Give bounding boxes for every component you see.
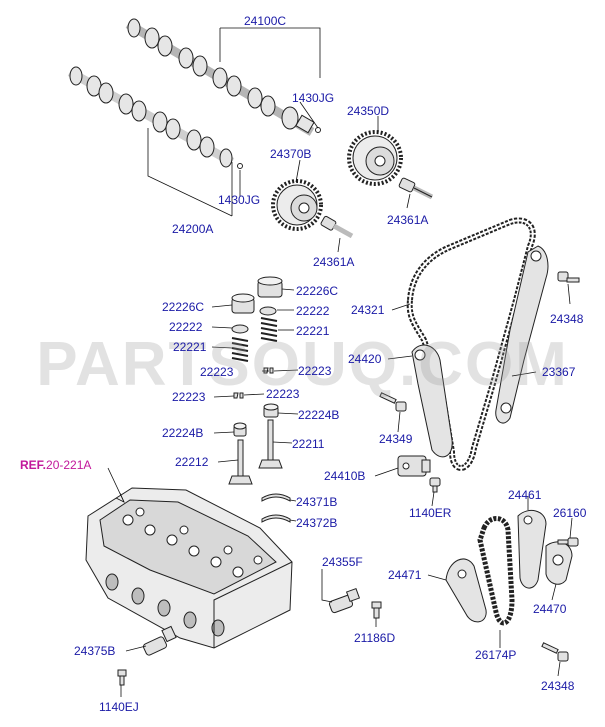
label-24350d[interactable]: 24350D: [347, 104, 390, 118]
label-24461[interactable]: 24461: [508, 488, 542, 502]
bolt-24349[interactable]: [379, 392, 407, 412]
tappet-22226c-right[interactable]: [257, 276, 283, 298]
chain-guide-23367[interactable]: [495, 245, 549, 424]
valve-seal-22224b-right[interactable]: [263, 403, 279, 418]
label-22221-left[interactable]: 22221: [173, 340, 207, 354]
label-21186d[interactable]: 21186D: [354, 631, 396, 645]
bearing-24371b[interactable]: [261, 493, 291, 502]
leader-lines-camshaft: [147, 27, 411, 253]
label-22224b-right[interactable]: 22224B: [298, 408, 340, 422]
label-24361a-lower[interactable]: 24361A: [313, 255, 355, 269]
intake-camshaft[interactable]: [67, 66, 235, 168]
label-22226c-left[interactable]: 22226C: [162, 300, 205, 314]
label-24348-lower[interactable]: 24348: [541, 679, 575, 693]
reference-link[interactable]: REF.20-221A: [20, 458, 91, 472]
cylinder-head[interactable]: [85, 487, 293, 649]
leader-lines-head: [120, 569, 377, 697]
ref-leader: [107, 467, 125, 503]
reference-prefix: REF.: [20, 458, 47, 472]
guide-24461[interactable]: [517, 509, 547, 589]
watermark: PARTSOUQ.COM: [36, 330, 569, 399]
valve-spring-22221-right[interactable]: [260, 317, 278, 342]
bearing-24372b[interactable]: [261, 514, 291, 523]
label-1140ej[interactable]: 1140EJ: [99, 700, 139, 714]
label-24420[interactable]: 24420: [348, 352, 382, 366]
label-1140er[interactable]: 1140ER: [409, 506, 452, 520]
label-26160[interactable]: 26160: [553, 506, 587, 520]
reference-number: 20-221A: [46, 458, 92, 472]
label-22222-right[interactable]: 22222: [296, 304, 330, 318]
bolt-21186d[interactable]: [371, 601, 382, 619]
retainer-22222-right[interactable]: [259, 306, 277, 316]
bolt-1140ej[interactable]: [117, 669, 127, 686]
cam-sprocket-24370b[interactable]: [271, 179, 323, 231]
label-24375b[interactable]: 24375B: [74, 644, 116, 658]
cam-position-sensor-24355f[interactable]: [328, 587, 361, 614]
retainer-22222-left[interactable]: [231, 324, 249, 334]
label-24371b[interactable]: 24371B: [296, 495, 338, 509]
dowel-pin-1430jg-b: [237, 163, 243, 169]
label-24349[interactable]: 24349: [379, 432, 413, 446]
valve-seal-22224b-left[interactable]: [233, 422, 247, 437]
oil-pump-chain-26174p[interactable]: [477, 516, 515, 626]
label-22224b-left[interactable]: 22224B: [162, 426, 204, 440]
exhaust-camshaft[interactable]: [125, 18, 315, 136]
exhaust-valve-22212[interactable]: [228, 439, 253, 485]
label-22223-b[interactable]: 22223: [298, 364, 332, 378]
label-1430jg-a[interactable]: 1430JG: [292, 91, 335, 105]
label-24200a[interactable]: 24200A: [172, 222, 214, 236]
bolt-24361a-upper[interactable]: [398, 177, 434, 200]
label-26174p[interactable]: 26174P: [475, 648, 517, 662]
valve-spring-22221-left[interactable]: [231, 337, 249, 362]
label-24471[interactable]: 24471: [388, 568, 422, 582]
label-23367[interactable]: 23367: [542, 365, 576, 379]
tensioner-24470[interactable]: [545, 541, 573, 585]
label-24470[interactable]: 24470: [533, 602, 567, 616]
bolt-24348-lower[interactable]: [541, 642, 569, 662]
label-22211[interactable]: 22211: [292, 437, 325, 451]
label-24372b[interactable]: 24372B: [296, 516, 338, 530]
tensioner-arm-24420[interactable]: [411, 344, 453, 458]
label-24321[interactable]: 24321: [351, 303, 385, 317]
bolt-1140er[interactable]: [429, 477, 441, 493]
guide-24471[interactable]: [445, 558, 487, 623]
bolt-24348-upper[interactable]: [557, 271, 580, 283]
label-24100c[interactable]: 24100C: [244, 14, 287, 28]
label-22223-d[interactable]: 22223: [266, 387, 300, 401]
bolt-24361a-lower[interactable]: [320, 215, 354, 239]
valve-train: [228, 276, 291, 523]
dowel-pin-1430jg-a: [315, 127, 321, 133]
label-22223-c[interactable]: 22223: [172, 390, 206, 404]
bolt-26160[interactable]: [557, 537, 579, 547]
hydraulic-tensioner-24410b[interactable]: [397, 455, 431, 477]
label-24370b[interactable]: 24370B: [270, 147, 312, 161]
label-22212[interactable]: 22212: [175, 455, 209, 469]
label-22222-left[interactable]: 22222: [169, 320, 203, 334]
intake-valve-22211[interactable]: [258, 419, 283, 469]
label-22226c-right[interactable]: 22226C: [296, 284, 339, 298]
leader-lines-timing: [374, 283, 573, 677]
label-22223-a[interactable]: 22223: [200, 365, 234, 379]
tappet-22226c-left[interactable]: [231, 293, 255, 314]
cam-sprocket-24350d[interactable]: [347, 130, 403, 186]
label-1430jg-b[interactable]: 1430JG: [218, 193, 261, 207]
label-24355f[interactable]: 24355F: [322, 555, 363, 569]
label-24348-upper[interactable]: 24348: [550, 312, 584, 326]
sensor-24375b[interactable]: [142, 625, 177, 656]
label-22221-right[interactable]: 22221: [296, 324, 330, 338]
timing-chain-inner: [408, 219, 534, 469]
label-24410b[interactable]: 24410B: [324, 469, 366, 483]
label-24361a-upper[interactable]: 24361A: [387, 213, 429, 227]
leader-lines-valve: [211, 288, 299, 522]
